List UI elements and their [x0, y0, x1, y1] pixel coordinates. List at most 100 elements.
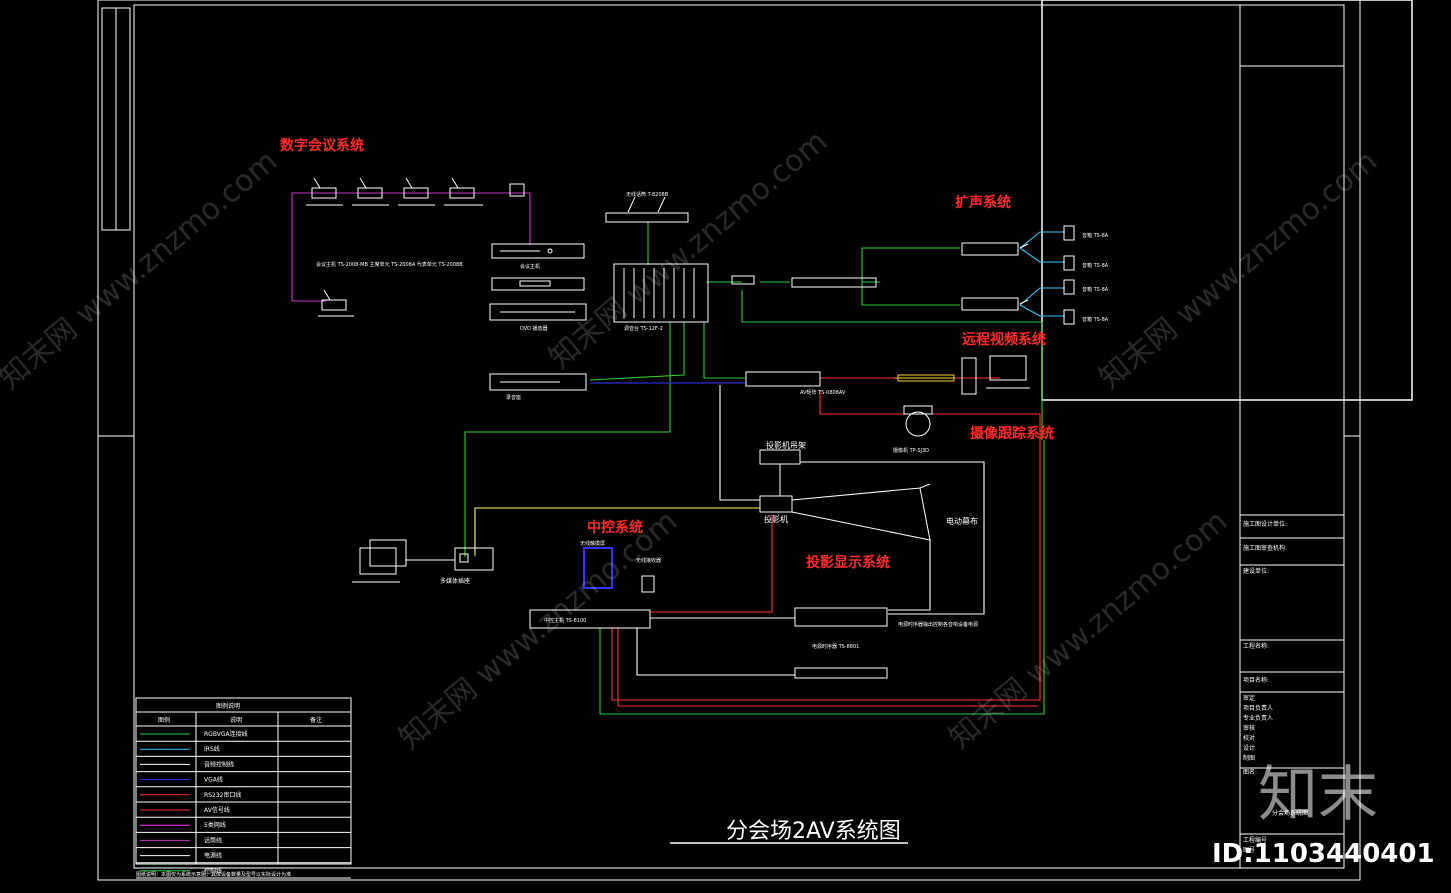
device-label-sensor: 无线接收器 — [636, 557, 661, 564]
device-label-screen: 电动幕布 — [946, 516, 978, 526]
label-central-control: 中控系统 — [587, 519, 643, 536]
label-projection-display: 投影显示系统 — [806, 554, 890, 571]
device-label-matrix: AV矩阵 TS-0808AV — [800, 389, 846, 396]
legend-title: 图例说明 — [216, 702, 240, 710]
projection-beam — [791, 487, 931, 541]
converter — [897, 374, 955, 382]
device-label-seq-note: 电源时序器输出控制各音响设备电源 — [898, 621, 978, 628]
legend-header-3: 备注 — [310, 716, 322, 724]
recorder — [489, 303, 587, 321]
device-label-cpu: 会议主机 — [520, 263, 540, 270]
legend-row-label: VGA线 — [204, 776, 223, 784]
drawing-title-group: 分会场2AV系统图 — [670, 819, 908, 844]
title-block-field: 工程名称: — [1243, 642, 1269, 650]
speaker-3 — [1063, 279, 1075, 295]
projection-devices — [352, 449, 931, 679]
title-block-field: 建设单位: — [1243, 567, 1269, 575]
label-camera-tracking: 摄像跟踪系统 — [970, 425, 1054, 442]
device-label-ptz: 摄像机 TP-SJ3D — [893, 447, 929, 454]
legend-row-label: 控制线 — [204, 867, 222, 875]
cd-player — [489, 373, 587, 391]
title-block-field: 制图 — [1243, 754, 1255, 762]
label-public-address: 扩声系统 — [955, 194, 1011, 211]
device-label-touch-panel: 无线触摸屏 — [580, 540, 605, 547]
title-block-field: 施工图审查机构: — [1243, 544, 1287, 552]
power-amplifier-1 — [961, 242, 1029, 256]
remote-pc — [961, 355, 1030, 395]
id-watermark: ID:1103440401 — [1212, 839, 1435, 869]
subsystem-labels: 数字会议系统 扩声系统 远程视频系统 摄像跟踪系统 中控系统 投影显示系统 — [280, 137, 1054, 571]
title-block-field: 审定 — [1243, 694, 1255, 702]
device-label-power-seq: 电源时序器 TS-8801 — [812, 643, 859, 650]
device-label-recorder: 录音座 — [506, 394, 521, 401]
central-host-box — [529, 609, 651, 629]
ptz-camera-shape — [903, 405, 933, 437]
delegate-unit-4 — [444, 177, 483, 206]
watermark-2: 知末网 www.znzmo.com — [543, 124, 834, 376]
device-labels: 投影机吊架 投影机 电动幕布 多媒体插座 无线话筒 T-8208B 调音台 TS… — [316, 191, 1109, 650]
watermark-1: 知末网 www.znzmo.com — [0, 144, 284, 396]
conference-host — [491, 243, 585, 259]
conference-units — [306, 177, 525, 317]
dvd-player — [491, 277, 585, 291]
device-label-mixer: 调音台 TS-12F-2 — [624, 325, 663, 332]
speaker-2 — [1063, 255, 1075, 271]
camera-small — [509, 183, 525, 197]
chairman-unit — [318, 289, 354, 317]
label-remote-video: 远程视频系统 — [962, 331, 1046, 348]
device-label-projector: 投影机 — [764, 514, 788, 524]
device-label-speaker-1: 音箱 TS-8A — [1082, 232, 1109, 239]
device-label-lectern: 多媒体插座 — [440, 577, 470, 585]
power-seq-box — [794, 607, 888, 627]
legend-row-label: 5类网线 — [204, 821, 226, 829]
bottom-note: 图纸说明：本图仅为系统示意图，具体设备数量及型号以实际设计为准 — [136, 871, 291, 878]
title-block-field: 图名: — [1243, 768, 1257, 776]
drawing-frame — [97, 0, 1413, 881]
eq-box — [731, 275, 755, 285]
speaker-4 — [1063, 309, 1075, 325]
legend-row-label: 电源线 — [204, 852, 222, 860]
legend-row-label: 音频控制线 — [204, 760, 234, 768]
projector-hanger-box — [759, 449, 801, 465]
legend-row-label: IRS线 — [204, 745, 220, 753]
projector-box — [759, 495, 793, 513]
watermarks: 知末网 www.znzmo.com 知末网 www.znzmo.com 知末网 … — [0, 124, 1384, 756]
device-label-projector-hanger: 投影机吊架 — [766, 440, 806, 450]
device-label-chairman-note: 会议主机 TS-2008-MB 主席单元 TS-2008A 代表单元 TS-20… — [316, 261, 463, 268]
device-label-speaker-4: 音箱 TS-8A — [1082, 316, 1109, 323]
device-label-dvd: DVD 播放器 — [520, 325, 548, 332]
lectern-socket — [454, 547, 494, 571]
device-label-wireless-mic: 无线话筒 T-8208B — [626, 191, 669, 198]
delegate-unit-3 — [398, 177, 435, 206]
legend-header-2: 说明 — [230, 716, 242, 724]
laptop — [352, 539, 407, 583]
speaker-1 — [1063, 225, 1075, 241]
legend-row-label: RGBVGA连接线 — [204, 730, 248, 738]
title-block-field: 工程编号 — [1243, 836, 1267, 844]
processor — [791, 277, 877, 288]
power-amplifier-2 — [961, 297, 1029, 311]
label-digital-conference: 数字会议系统 — [280, 137, 364, 154]
legend-row-label: RS232串口线 — [204, 791, 241, 799]
legend-header-1: 图例 — [158, 716, 170, 724]
watermark-3: 知末网 www.znzmo.com — [1093, 144, 1384, 396]
power-strip — [794, 667, 888, 679]
title-block-drawing-name: 分会场系统图 — [1272, 809, 1308, 817]
delegate-unit-2 — [352, 177, 389, 206]
title-block-field: 专业负责人 — [1243, 714, 1273, 722]
delegate-unit-1 — [306, 177, 343, 206]
watermark-4: 知末网 www.znzmo.com — [393, 504, 684, 756]
wireless-mic-receiver — [605, 196, 689, 223]
title-block — [1240, 514, 1344, 835]
device-label-speaker-2: 音箱 TS-8A — [1082, 262, 1109, 269]
device-label-central-host: 中控主机 TS-8100 — [544, 617, 586, 624]
device-label-speaker-3: 音箱 TS-8A — [1082, 286, 1109, 293]
sensor-box — [641, 575, 655, 593]
rack-devices — [489, 196, 1075, 437]
title-block-field: 设计 — [1243, 744, 1255, 752]
brand-watermark: 知末 — [1258, 760, 1378, 830]
title-block-rows: 施工图设计单位:施工图审查机构:建设单位:工程名称:项目名称:审定项目负责人专业… — [1243, 520, 1287, 854]
legend-row-label: 话筒线 — [204, 836, 222, 844]
